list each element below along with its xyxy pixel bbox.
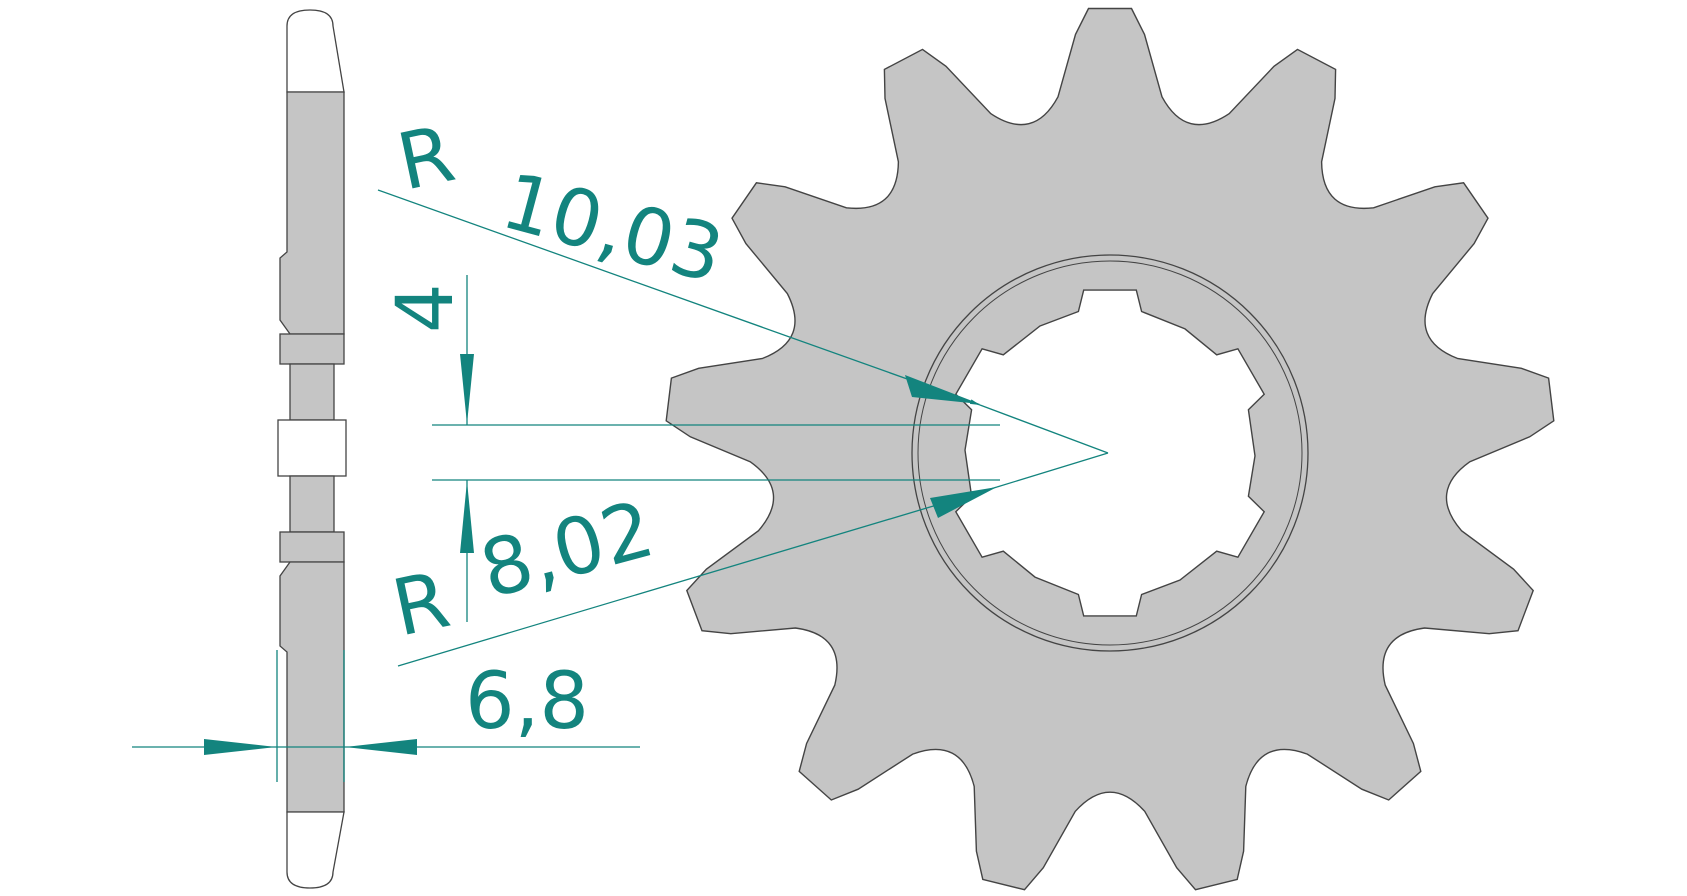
spline-arrow-top [460, 354, 474, 424]
r-outer-leader [377, 189, 981, 406]
spline-arrow-bottom [460, 481, 474, 553]
hub-ring-inner [917, 260, 1303, 646]
r-outer-value: 10,03 [493, 156, 732, 301]
thickness-arrow-left [204, 739, 276, 755]
spline-width-value: 4 [381, 283, 471, 333]
r-outer-letter: R [390, 109, 462, 208]
r-outer-arrowhead [905, 375, 980, 404]
r-inner-letter: R [385, 555, 457, 654]
dimensions [132, 189, 1109, 782]
side-view-spline-window-lower [289, 475, 335, 533]
side-view-bottom-tip [286, 811, 345, 889]
side-view-top-tip [286, 9, 345, 93]
side-view-lower-body [279, 561, 345, 813]
thickness-value: 6,8 [465, 657, 589, 747]
side-view-upper-body [279, 91, 345, 335]
side-view-spline-window-upper [289, 363, 335, 421]
splined-bore [954, 289, 1266, 617]
r-inner-value: 8,02 [472, 484, 663, 616]
r-inner-leader [397, 486, 998, 667]
hub-ring [911, 254, 1309, 652]
thickness-arrow-right [345, 739, 417, 755]
side-view-bore-band [277, 419, 347, 477]
r-inner-arrowhead [930, 487, 997, 518]
front-view [665, 7, 1555, 891]
side-view-hub-upper [279, 333, 345, 365]
side-view-hub-lower [279, 531, 345, 563]
side-view [277, 9, 347, 889]
r-inner-to-center [996, 452, 1109, 488]
r-outer-to-center [979, 404, 1109, 454]
